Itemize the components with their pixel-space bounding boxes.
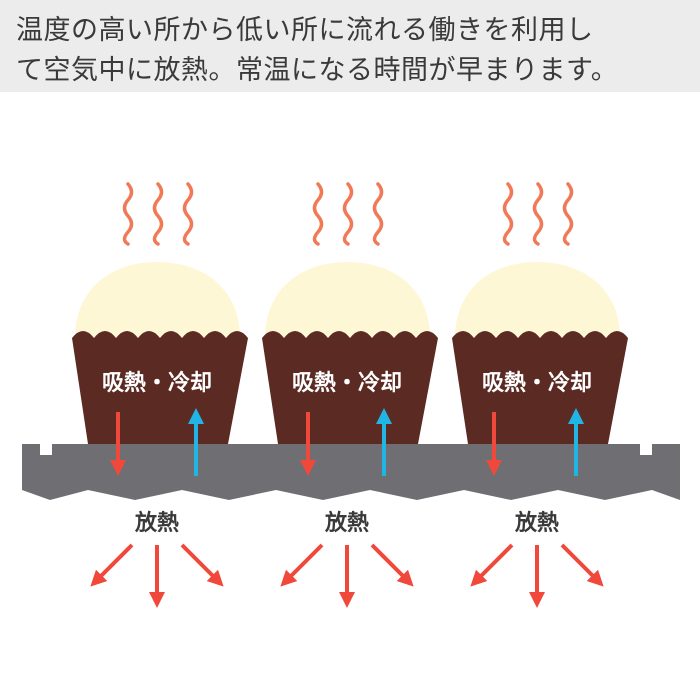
cooling-plate [22, 444, 680, 500]
release-label: 放熱 [514, 510, 559, 536]
cup-label: 吸熱・冷却 [482, 370, 592, 396]
description-line-1: 温度の高い所から低い所に流れる働きを利用し [16, 15, 594, 46]
cup-label: 吸熱・冷却 [292, 370, 402, 396]
cream-top [75, 262, 240, 338]
release-arrows [470, 543, 604, 608]
release-arrows [90, 543, 224, 608]
cupcake-2: 吸熱・冷却 放熱 [262, 182, 438, 608]
steam-icon [312, 182, 384, 246]
release-arrows [280, 543, 414, 608]
description-line-2: て空気中に放熱。常温になる時間が早まります。 [16, 55, 619, 86]
release-label: 放熱 [134, 510, 179, 536]
steam-icon [502, 182, 574, 246]
cupcake-3: 吸熱・冷却 放熱 [452, 182, 628, 608]
release-label: 放熱 [324, 510, 369, 536]
cream-top [455, 262, 620, 338]
header-banner: 温度の高い所から低い所に流れる働きを利用し て空気中に放熱。常温になる時間が早ま… [0, 0, 700, 92]
cup-label: 吸熱・冷却 [102, 370, 212, 396]
cream-top [265, 262, 430, 338]
cupcake-1: 吸熱・冷却 放熱 [72, 182, 248, 608]
steam-icon [122, 182, 194, 246]
